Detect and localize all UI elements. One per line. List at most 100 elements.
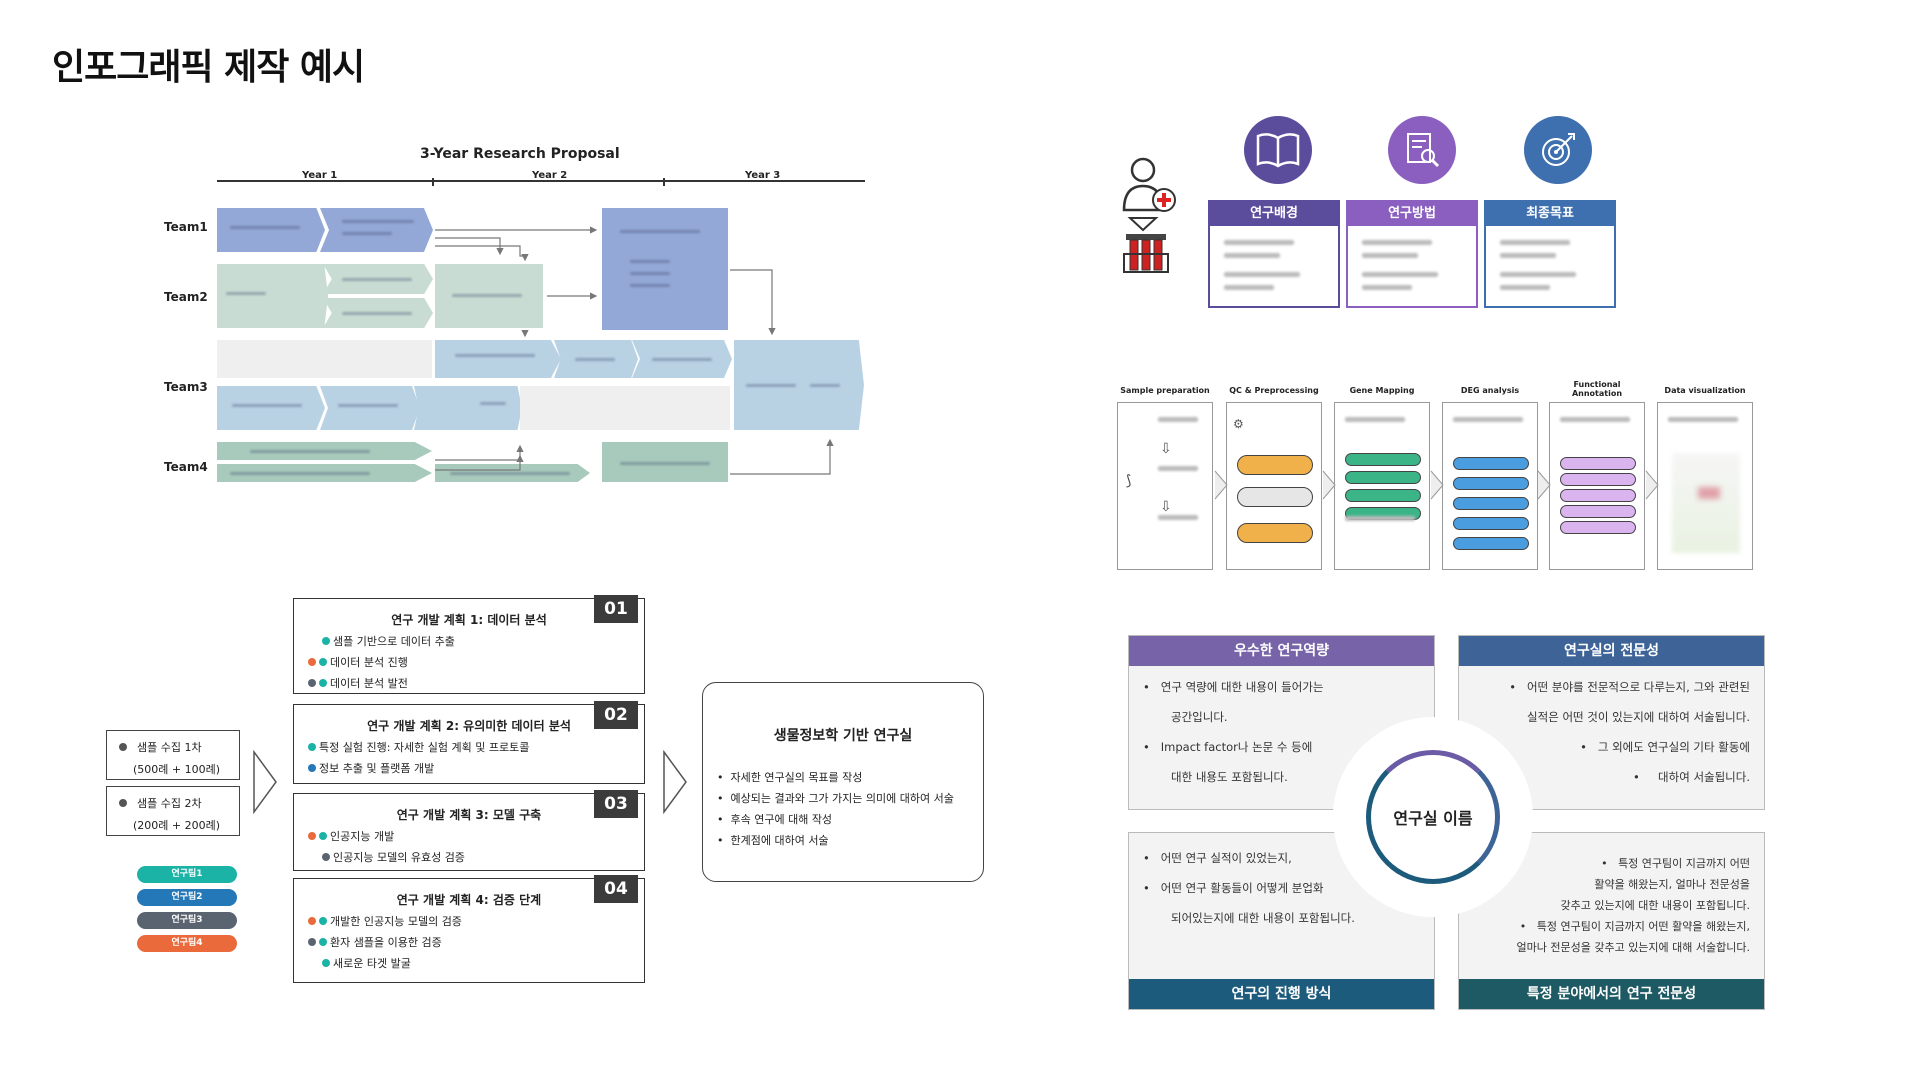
quadrant-head: 특정 분야에서의 연구 전문성 [1459, 979, 1764, 1009]
plan-number: 03 [594, 790, 638, 818]
icon-box: 연구방법 [1346, 200, 1478, 308]
gear-icon: ⚙ [1233, 417, 1244, 431]
pipeline-step-label: Functional Annotation [1571, 380, 1623, 398]
page-title: 인포그래픽 제작 예시 [52, 47, 365, 88]
gantt-bar [323, 264, 433, 294]
gantt-bar [520, 386, 730, 430]
arrow-down-icon: ⇩ [1160, 499, 1172, 515]
dna-icon: ⟆ [1126, 473, 1132, 489]
quadrant-line: 실적은 어떤 것이 있는지에 대하여 서술됩니다. [1527, 710, 1750, 724]
icon-box-label: 최종목표 [1486, 202, 1614, 226]
year-label: Year 2 [532, 170, 568, 181]
pipeline-step: ⇩ ⇩ ⟆ [1117, 402, 1213, 570]
gantt-bar [602, 442, 728, 482]
year-divider [432, 178, 434, 186]
pipeline-step [1334, 402, 1430, 570]
pipeline-step-label: DEG analysis [1460, 386, 1520, 395]
gantt-chart: 3-Year Research Proposal Year 1 Year 2 Y… [160, 140, 880, 500]
gantt-bar [217, 464, 432, 482]
quadrant-line: 갖추고 있는지에 대한 내용이 포함됩니다. [1560, 899, 1750, 912]
lab-name-circle: 연구실 이름 [1366, 750, 1500, 884]
gantt-bar [217, 340, 432, 378]
gantt-bar [554, 340, 638, 378]
team-tag: 연구팀2 [137, 889, 237, 906]
quadrant-line: 얼마나 전문성을 갖추고 있는지에 대해 서술합니다. [1516, 941, 1751, 954]
chevron-right-icon [253, 750, 277, 814]
plan-title: 연구 개발 계획 4: 검증 단계 [396, 893, 542, 907]
quadrant-line: 특정 연구팀이 지금까지 어떤 활약을 해왔는지, [1536, 920, 1750, 933]
lab-box-item: • 예상되는 결과와 그가 가지는 의미에 대하여 서술 [717, 792, 954, 805]
team-label: Team4 [164, 460, 208, 474]
quadrant-line: 그 외에도 연구실의 기타 활동에 [1597, 740, 1750, 754]
sample-box: 샘플 수집 2차 (200례 + 200례) [106, 786, 240, 836]
plan-item: 인공지능 개발 [330, 829, 395, 843]
gantt-bar [800, 340, 864, 430]
team-label: Team3 [164, 380, 208, 394]
team-label: Team2 [164, 290, 208, 304]
gantt-bar [435, 464, 590, 482]
plan-box: 02 연구 개발 계획 2: 유의미한 데이터 분석 특정 실험 진행: 자세한… [293, 701, 645, 784]
icon-box-label: 연구방법 [1348, 202, 1476, 226]
gantt-title: 3-Year Research Proposal [420, 146, 620, 162]
chevron-right-icon [663, 750, 687, 814]
sample-count: (200례 + 200례) [133, 819, 221, 832]
quadrant-line: 연구 역량에 대한 내용이 들어가는 [1160, 680, 1324, 694]
plan-title: 연구 개발 계획 1: 데이터 분석 [391, 613, 547, 627]
year-label: Year 3 [745, 170, 781, 181]
gantt-bar [320, 208, 433, 252]
gantt-bar [435, 264, 543, 328]
sample-label: 샘플 수집 2차 [137, 797, 202, 810]
plan-box: 04 연구 개발 계획 4: 검증 단계 개발한 인공지능 모델의 검증 환자 … [293, 875, 645, 983]
quadrant-head: 연구실의 전문성 [1459, 636, 1764, 666]
plan-item: 데이터 분석 발전 [330, 676, 408, 690]
gantt-arrows [435, 226, 834, 475]
arrow-down-icon: ⇩ [1160, 441, 1172, 457]
gantt-bar [217, 208, 325, 252]
plan-item: 개발한 인공지능 모델의 검증 [330, 914, 462, 928]
quadrant-line: 어떤 연구 활동들이 어떻게 분업화 [1160, 881, 1324, 895]
quadrant-line: 대하여 서술됩니다. [1658, 770, 1750, 784]
icon-box: 최종목표 [1484, 200, 1616, 308]
plan-item: 인공지능 모델의 유효성 검증 [333, 850, 465, 864]
plan-item: 환자 샘플을 이용한 검증 [330, 935, 442, 949]
pipeline-step-label: Gene Mapping [1349, 386, 1415, 395]
icon-box-label: 연구배경 [1210, 202, 1338, 226]
quadrant-head: 우수한 연구역량 [1129, 636, 1434, 666]
quadrant-line: Impact factor나 논문 수 등에 [1160, 740, 1313, 754]
plan-box: 03 연구 개발 계획 3: 모델 구축 인공지능 개발 인공지능 모델의 유효… [293, 790, 645, 871]
team-tag: 연구팀1 [137, 866, 237, 883]
pipeline-step [1442, 402, 1538, 570]
sample-box: 샘플 수집 1차 (500례 + 100례) [106, 730, 240, 780]
gantt-bar [632, 340, 732, 378]
team-tag: 연구팀4 [137, 935, 237, 952]
quadrant-line: 특정 연구팀이 지금까지 어떤 [1618, 857, 1750, 870]
team-tag: 연구팀3 [137, 912, 237, 929]
gantt-bar [217, 386, 325, 430]
gantt-bar [466, 386, 522, 430]
quadrant-line: 활약을 해왔는지, 얼마나 전문성을 [1594, 878, 1750, 891]
sample-count: (500례 + 100례) [133, 763, 221, 776]
plan-box: 01 연구 개발 계획 1: 데이터 분석 샘플 기반으로 데이터 추출 데이터… [293, 595, 645, 694]
plan-item: 정보 추출 및 플랫폼 개발 [319, 761, 435, 775]
quadrant-line: 어떤 분야를 전문적으로 다루는지, 그와 관련된 [1527, 680, 1750, 694]
plan-item: 샘플 기반으로 데이터 추출 [333, 634, 455, 648]
gantt-bar [217, 264, 289, 328]
quadrant-head: 연구의 진행 방식 [1129, 979, 1434, 1009]
plan-item: 데이터 분석 진행 [330, 655, 408, 669]
quadrant-panel-tr: 연구실의 전문성 • 어떤 분야를 전문적으로 다루는지, 그와 관련된 실적은… [1458, 635, 1765, 810]
lab-box-item: • 후속 연구에 대해 작성 [717, 813, 833, 826]
plan-title: 연구 개발 계획 2: 유의미한 데이터 분석 [367, 719, 571, 733]
team-label: Team1 [164, 220, 208, 234]
book-icon [1244, 116, 1312, 184]
document-search-icon [1388, 116, 1456, 184]
gantt-bar [323, 298, 433, 328]
plan-number: 01 [594, 595, 638, 623]
quadrant-line: 어떤 연구 실적이 있었는지, [1160, 851, 1292, 865]
quadrant-panel-tl: 우수한 연구역량 • 연구 역량에 대한 내용이 들어가는 공간입니다. • I… [1128, 635, 1435, 810]
plan-item: 특정 실험 진행: 자세한 실험 계획 및 프로토콜 [319, 740, 530, 754]
target-icon [1524, 116, 1592, 184]
pipeline-step [1549, 402, 1645, 570]
gantt-bar [320, 386, 420, 430]
plan-number: 02 [594, 701, 638, 729]
gantt-bar [602, 208, 728, 330]
